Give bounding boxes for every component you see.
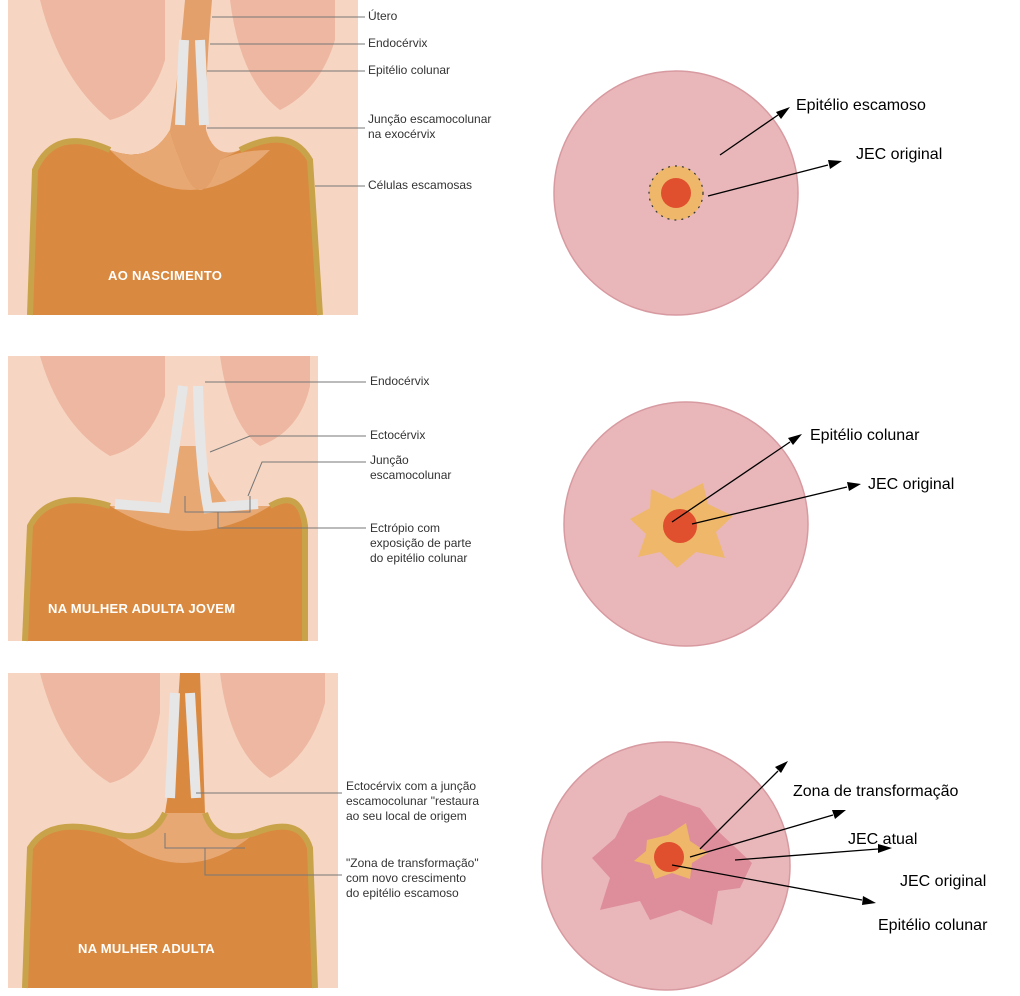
disc-label-columnar: Epitélio colunar <box>810 427 919 445</box>
panel-young-adult: NA MULHER ADULTA JOVEM Endocérvix Ectocé… <box>0 356 1020 646</box>
disc-label-transformation-zone: Zona de transformação <box>793 783 958 801</box>
disc-label-current-scj: JEC atual <box>848 831 917 849</box>
disc-label-columnar: Epitélio colunar <box>878 917 987 935</box>
disc-label-original-scj: JEC original <box>868 476 954 494</box>
panel-adult: NA MULHER ADULTA Ectocérvix com a junção… <box>0 673 1020 996</box>
disc-label-original-scj: JEC original <box>856 146 942 164</box>
panel-birth: AO NASCIMENTO Útero Endocérvix Epitélio … <box>0 0 1020 320</box>
disc-label-squamous: Epitélio escamoso <box>796 97 926 115</box>
cervix-disc-young-adult <box>0 356 1020 646</box>
disc-label-original-scj: JEC original <box>900 873 986 891</box>
